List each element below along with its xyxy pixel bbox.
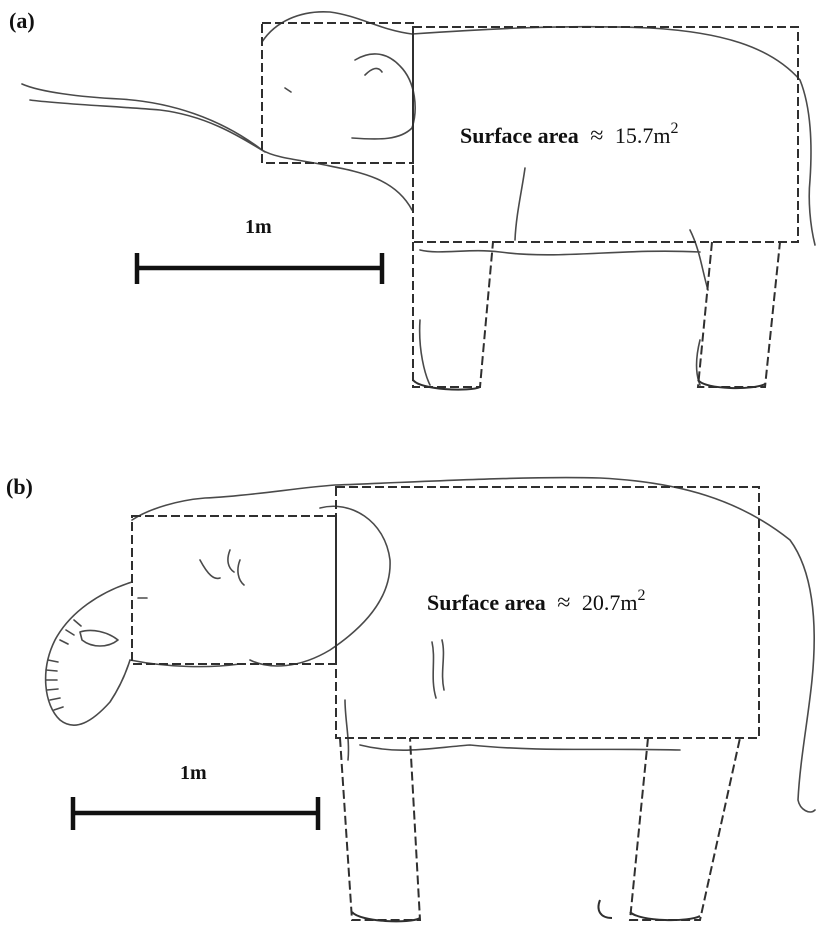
elephant-a-details xyxy=(420,168,708,385)
surface-area-a: Surface area ≈ 15.7m2 xyxy=(460,120,679,150)
surface-area-value-a: 15.7m xyxy=(615,123,671,148)
elephant-b-ear xyxy=(200,506,390,666)
feet-a xyxy=(413,380,765,390)
hind-leg-a xyxy=(698,242,780,387)
elephant-b xyxy=(46,478,815,922)
elephant-b-wrinkles xyxy=(345,640,680,760)
scale-label-b: 1m xyxy=(180,762,207,785)
scale-bar-a xyxy=(137,253,382,284)
surface-area-value-b: 20.7m xyxy=(582,590,638,615)
head-box-a xyxy=(262,23,413,163)
surface-area-exp-a: 2 xyxy=(671,120,679,137)
front-leg-b xyxy=(340,738,420,920)
scale-label-a: 1m xyxy=(245,216,272,239)
surface-area-b: Surface area ≈ 20.7m2 xyxy=(427,587,646,617)
elephant-a-ear xyxy=(352,54,415,139)
elephant-b-outline xyxy=(46,478,815,812)
elephant-a-eye xyxy=(285,88,291,92)
approx-symbol-b: ≈ xyxy=(557,590,570,616)
surface-area-exp-b: 2 xyxy=(638,587,646,604)
hind-leg-b xyxy=(630,738,740,920)
panel-label-a: (a) xyxy=(9,8,35,34)
elephant-a-outline xyxy=(22,12,815,245)
elephant-b-mouth xyxy=(80,630,118,646)
elephant-a xyxy=(22,12,815,390)
feet-b xyxy=(352,900,700,921)
front-leg-a xyxy=(413,242,493,387)
approx-symbol-a: ≈ xyxy=(590,123,603,149)
elephant-b-trunk-rings xyxy=(46,620,81,710)
surface-area-name-b: Surface area xyxy=(427,590,546,615)
surface-area-name-a: Surface area xyxy=(460,123,579,148)
head-box-b xyxy=(132,516,336,664)
panel-label-b: (b) xyxy=(6,474,33,500)
scale-bar-b xyxy=(73,797,318,830)
